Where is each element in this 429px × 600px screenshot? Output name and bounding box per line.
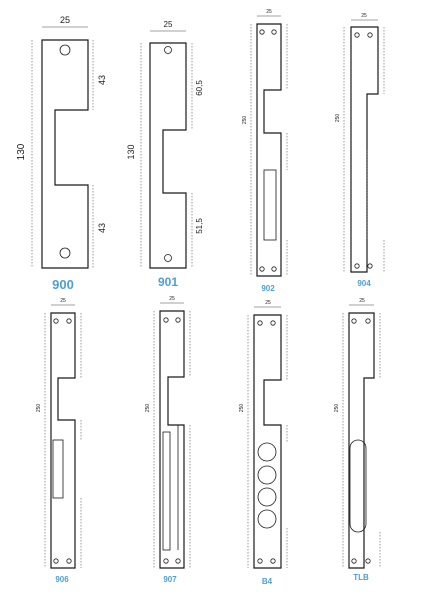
- screw-hole: [257, 320, 263, 326]
- plate-906-outline: [50, 312, 76, 569]
- screw-hole: [351, 558, 357, 564]
- screw-hole: [163, 317, 169, 323]
- plate-904-height-dim: 250: [335, 114, 341, 123]
- plate-906-top-dim: 25: [60, 298, 66, 304]
- plate-901-label: 901: [158, 275, 178, 289]
- screw-hole: [164, 46, 172, 54]
- screw-hole: [53, 558, 59, 564]
- plate-902-height-dim: 250: [242, 116, 248, 125]
- plate-904: 25 250 904: [335, 13, 385, 288]
- screw-hole: [259, 29, 265, 35]
- plate-901-upper-dim: 60,5: [195, 80, 204, 96]
- plate-b4-top-dim: 25: [265, 300, 271, 306]
- screw-hole: [164, 254, 172, 262]
- plate-900-lower-dim: 43: [97, 223, 107, 233]
- screw-hole: [257, 558, 263, 564]
- plate-b4-outline: [253, 314, 282, 569]
- plate-901-top-dim: 25: [164, 20, 173, 29]
- plate-901-outline: [149, 42, 187, 269]
- plate-902-top-dim: 25: [266, 9, 272, 15]
- screw-hole: [66, 318, 72, 324]
- plate-904-label: 904: [357, 279, 371, 288]
- plate-b4-height-dim: 250: [239, 404, 245, 413]
- plate-901-height-dim: 130: [126, 144, 136, 159]
- plate-900-top-dim: 25: [60, 15, 70, 25]
- plate-tlb-height-dim: 250: [334, 404, 340, 413]
- screw-hole: [270, 320, 276, 326]
- screw-hole: [271, 29, 277, 35]
- plate-b4-label: B4: [262, 577, 273, 586]
- screw-hole: [270, 558, 276, 564]
- plate-906-label: 906: [55, 575, 69, 584]
- screw-hole: [365, 318, 371, 324]
- screw-hole: [53, 318, 59, 324]
- plate-907-label: 907: [163, 575, 177, 584]
- plate-901-lower-dim: 51,5: [195, 218, 204, 234]
- plate-902: 25 250 902: [242, 9, 288, 293]
- latch-slot: [263, 169, 277, 241]
- plate-907: 25 250 907: [145, 296, 191, 584]
- plate-tlb-label: TLB: [353, 573, 369, 582]
- plate-907-outline: [159, 310, 185, 569]
- lock-hole: [257, 509, 277, 529]
- screw-hole: [59, 247, 71, 259]
- screw-hole: [271, 266, 277, 272]
- plate-tlb-outline: [348, 312, 375, 569]
- screw-hole: [59, 44, 71, 56]
- screw-hole: [66, 558, 72, 564]
- latch-slot: [349, 439, 367, 533]
- plate-902-label: 902: [261, 284, 275, 293]
- lock-hole: [257, 442, 277, 462]
- plate-904-top-dim: 25: [361, 13, 367, 19]
- plate-901: 25 60,5 130 51,5 901: [126, 20, 204, 289]
- screw-hole: [259, 266, 265, 272]
- plate-906: 25 250 906: [36, 298, 82, 584]
- plate-900-outline: [41, 39, 89, 269]
- plate-900: 25 43 130 43 900: [16, 15, 107, 292]
- latch-slot: [52, 439, 64, 499]
- plate-900-height-dim: 130: [16, 143, 27, 160]
- screw-hole: [163, 558, 169, 564]
- screw-hole: [367, 32, 373, 38]
- plate-907-top-dim: 25: [169, 296, 175, 302]
- latch-slot: [162, 431, 171, 551]
- screw-hole: [354, 32, 360, 38]
- plate-b4: 25 250 B4: [239, 300, 288, 586]
- plate-tlb: 25 250 TLB: [334, 298, 381, 582]
- plate-907-height-dim: 250: [145, 404, 151, 413]
- plate-904-outline: [350, 26, 379, 273]
- screw-hole: [367, 263, 373, 269]
- lock-hole: [257, 465, 277, 485]
- screw-hole: [175, 317, 181, 323]
- screw-hole: [354, 263, 360, 269]
- screw-hole: [175, 558, 181, 564]
- plate-902-outline: [256, 23, 282, 277]
- plate-900-label: 900: [52, 277, 74, 292]
- screw-hole: [365, 558, 371, 564]
- screw-hole: [351, 318, 357, 324]
- plate-900-upper-dim: 43: [97, 75, 107, 85]
- plate-tlb-top-dim: 25: [359, 298, 365, 304]
- lock-hole: [257, 487, 277, 507]
- plate-906-height-dim: 250: [36, 404, 42, 413]
